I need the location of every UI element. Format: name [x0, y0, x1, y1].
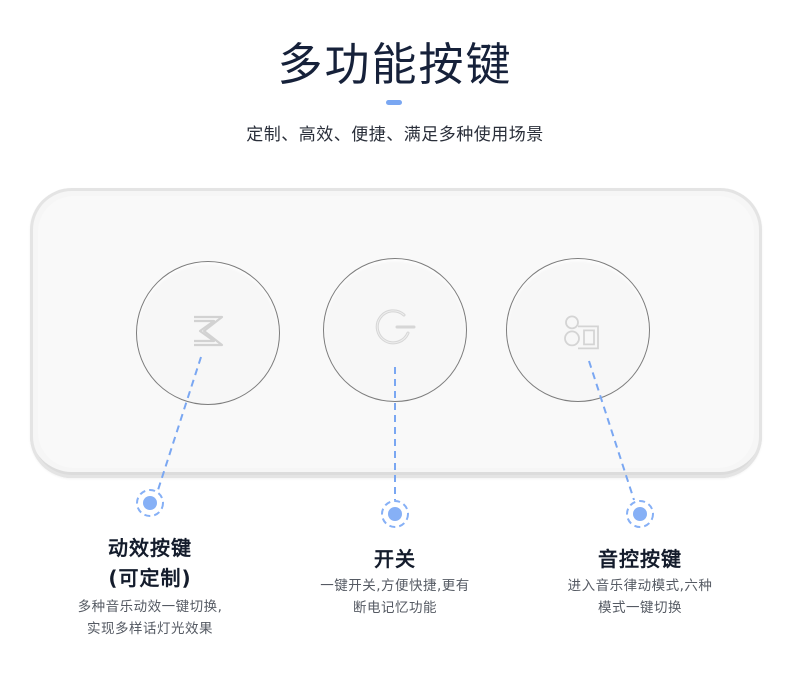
sound-control-icon [558, 308, 608, 362]
feature-description: 多种音乐动效一键切换, [77, 599, 223, 615]
feature-power-switch: 开关 一键开关,方便快捷,更有 断电记忆功能 [290, 545, 500, 619]
power-icon [370, 303, 420, 357]
m-letter-icon [188, 309, 228, 357]
dot-markers [136, 489, 654, 528]
feature-effect-button: 动效按键 (可定制) 多种音乐动效一键切换, 实现多样话灯光效果 [40, 534, 260, 640]
feature-title: 音控按键 [598, 547, 682, 571]
sound-control-button[interactable] [506, 258, 650, 402]
mode-button[interactable] [136, 261, 280, 405]
page-subtitle: 定制、高效、便捷、满足多种使用场景 [246, 125, 544, 145]
title-accent-bar [386, 100, 402, 105]
feature-description: 实现多样话灯光效果 [87, 621, 213, 637]
feature-description: 断电记忆功能 [353, 600, 437, 616]
feature-title: 动效按键 [108, 536, 192, 560]
feature-description: 进入音乐律动模式,六种 [567, 578, 713, 594]
feature-title-sub: (可定制) [108, 566, 192, 590]
feature-description: 一键开关,方便快捷,更有 [320, 578, 470, 594]
page-title: 多功能按键 [277, 38, 513, 91]
feature-sound-control: 音控按键 进入音乐律动模式,六种 模式一键切换 [530, 545, 750, 619]
feature-description: 模式一键切换 [598, 600, 682, 616]
feature-title: 开关 [374, 547, 416, 571]
power-button[interactable] [323, 258, 467, 402]
